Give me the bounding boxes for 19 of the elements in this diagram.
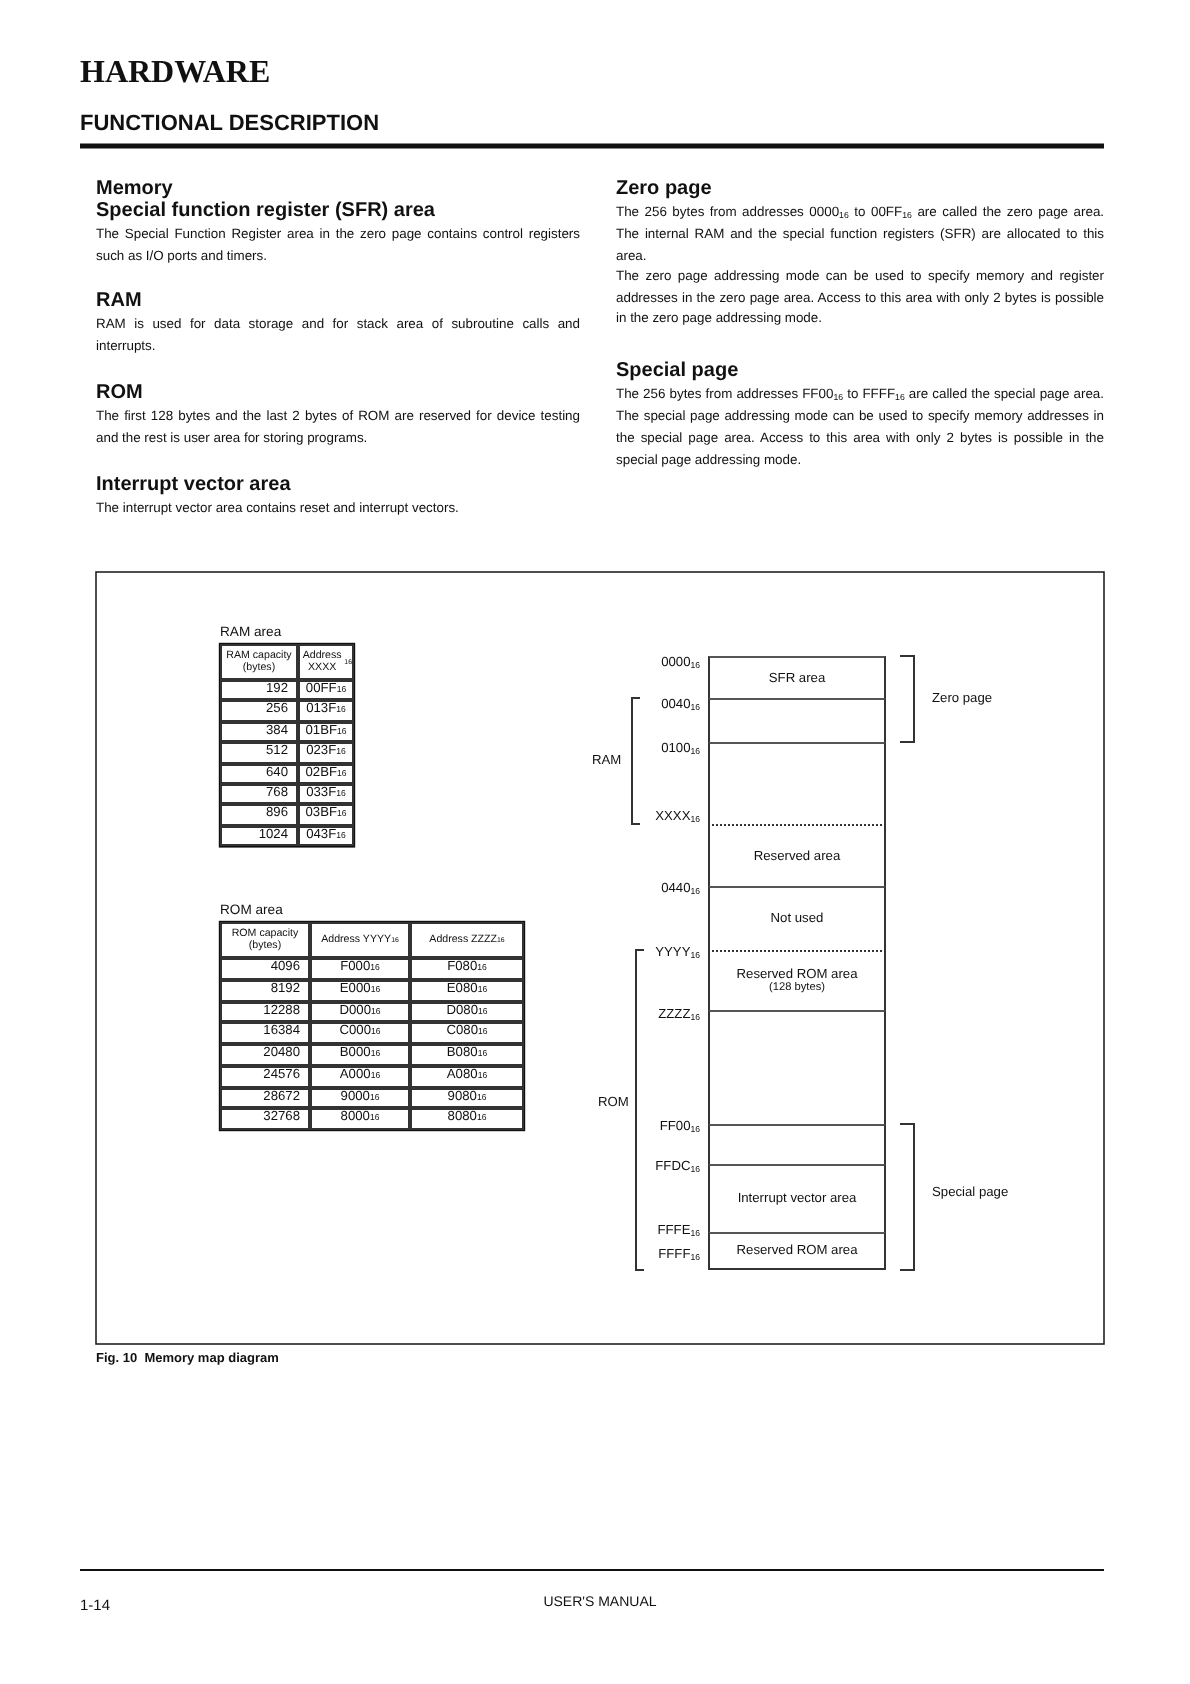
page-title: HARDWARE — [80, 56, 271, 92]
memory-segment — [708, 698, 886, 742]
heading: ROM — [96, 382, 145, 404]
heading: Special function register (SFR) area — [96, 200, 437, 222]
memory-segment — [708, 1232, 886, 1270]
heading: Special page — [616, 360, 741, 382]
heading: Memory — [96, 178, 175, 200]
memory-segment — [708, 1010, 886, 1124]
heading: RAM — [96, 290, 144, 312]
memory-segment — [708, 824, 886, 886]
heading: Zero page — [616, 178, 714, 200]
memory-segment — [708, 1164, 886, 1232]
section-heading: FUNCTIONAL DESCRIPTION — [80, 112, 380, 136]
heading: Interrupt vector area — [96, 474, 293, 496]
memory-segment — [708, 950, 886, 1010]
memory-segment — [708, 742, 886, 824]
memory-segment — [708, 1124, 886, 1164]
memory-segment — [708, 886, 886, 950]
memory-segment — [708, 656, 886, 698]
